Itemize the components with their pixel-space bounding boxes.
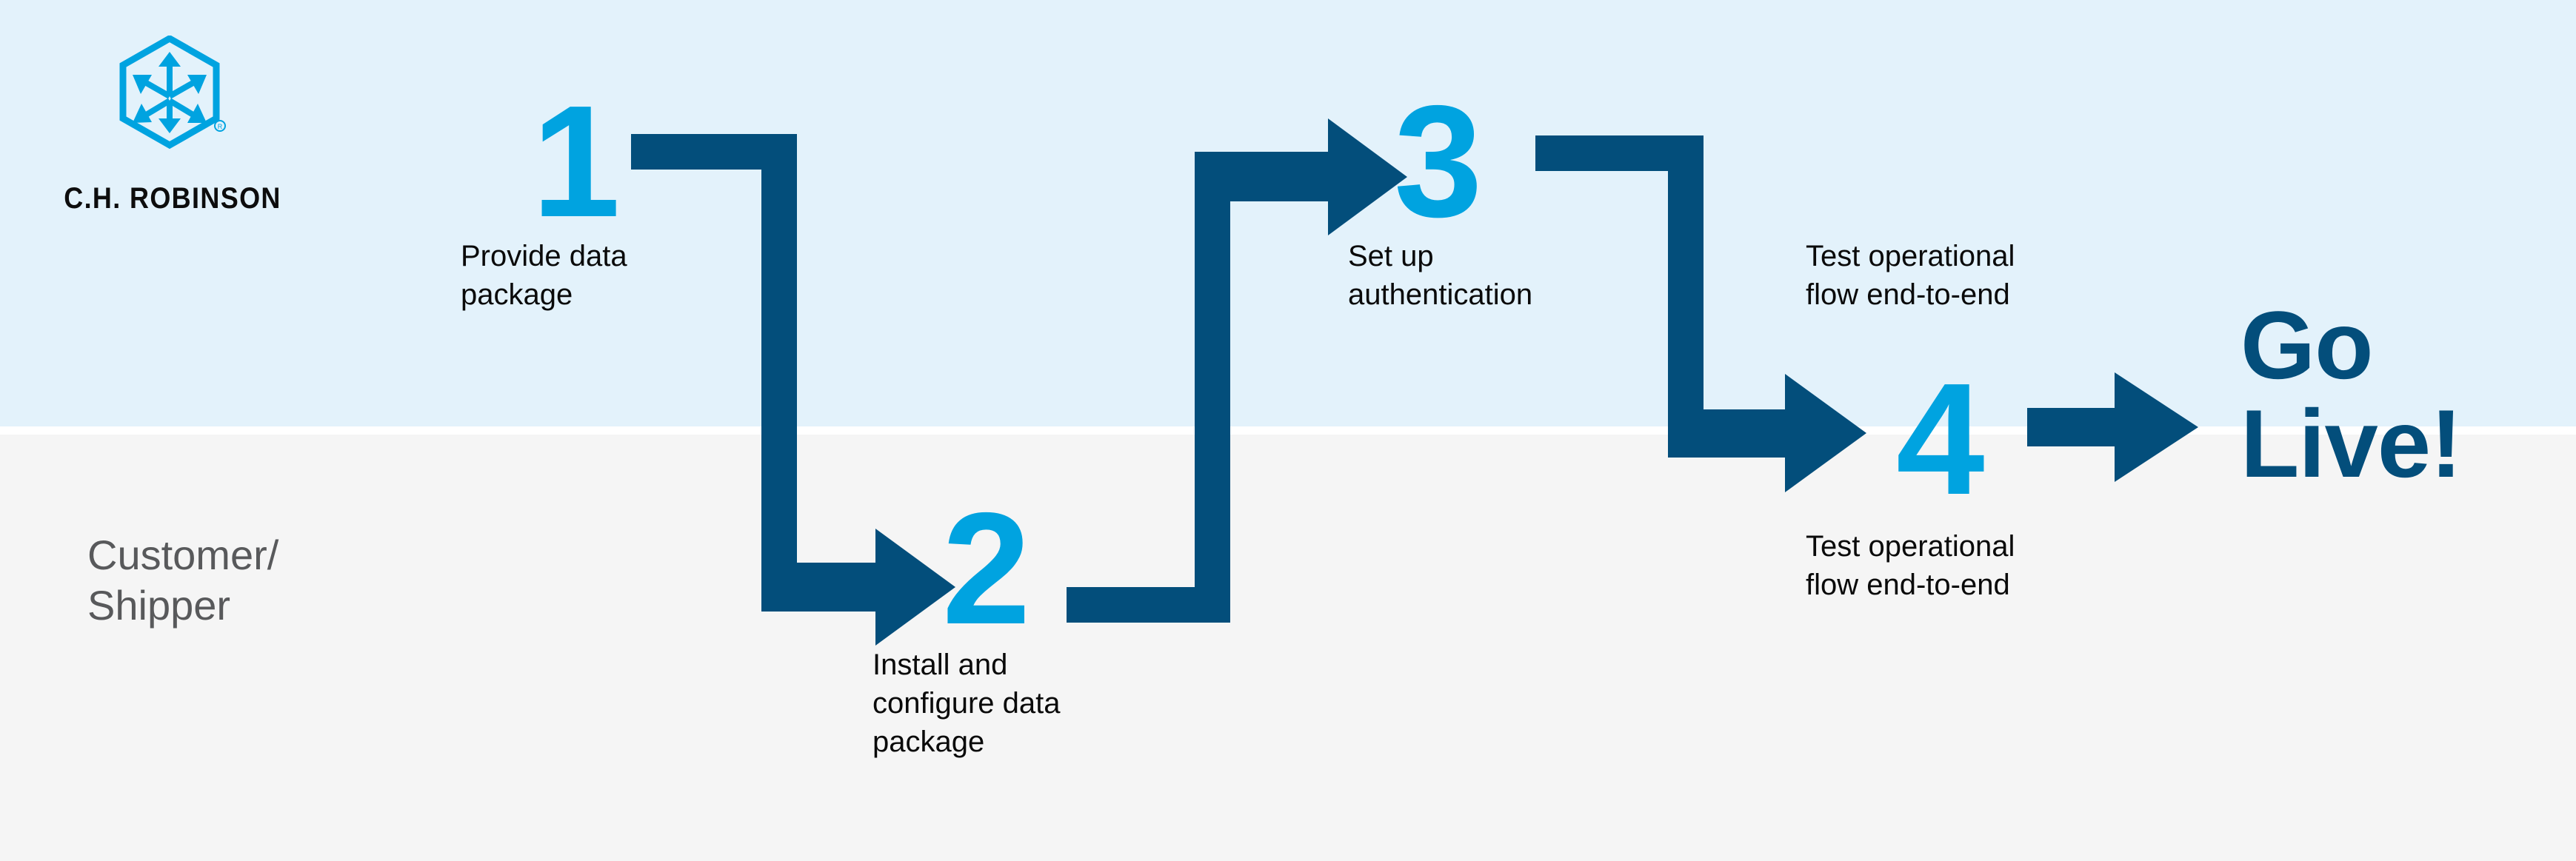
step-label-test-top: Test operational flow end-to-end [1806, 240, 2015, 311]
brand-wordmark: C.H. ROBINSON [64, 182, 281, 215]
step-label-test-bottom: Test operational flow end-to-end [1806, 530, 2015, 601]
step-label-3: Set up authentication [1348, 240, 1533, 311]
svg-text:R: R [218, 123, 223, 130]
step-number-2: 2 [942, 479, 1031, 657]
swimlane-band-chrobinson [0, 0, 2576, 426]
step-number-3: 3 [1394, 72, 1483, 250]
step-number-4: 4 [1896, 349, 1985, 528]
swimlane-divider [0, 426, 2576, 435]
step-label-1: Provide data package [461, 240, 627, 311]
connector-3-to-4 [1535, 135, 1866, 492]
step-number-1: 1 [532, 72, 621, 250]
swimlane-band-customer [0, 435, 2576, 861]
connector-2-to-3 [1067, 118, 1407, 623]
connector-4-to-golive [2027, 372, 2198, 482]
swimlane-label-customer: Customer/ Shipper [87, 532, 279, 629]
hexagon-arrows-logo-icon: R [119, 36, 226, 150]
connector-1-to-2 [631, 134, 955, 646]
brand-logo-block: R C.H. ROBINSON [50, 36, 295, 215]
step-label-2: Install and configure data package [872, 649, 1061, 758]
outcome-go-live: Go Live! [2240, 291, 2462, 497]
